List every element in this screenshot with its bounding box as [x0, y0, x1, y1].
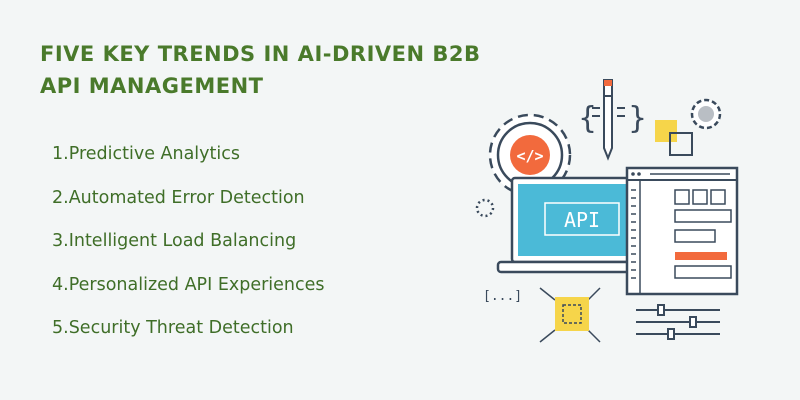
chip-icon	[539, 287, 601, 343]
trend-item-1: 1.Predictive Analytics	[52, 144, 240, 164]
trend-item-3: 3.Intelligent Load Balancing	[52, 231, 297, 251]
code-tag-icon: </>	[510, 135, 550, 175]
trend-list: 1.Predictive Analytics 2.Automated Error…	[52, 142, 325, 360]
loading-dots-icon	[475, 198, 495, 218]
right-brace-icon: }	[628, 101, 647, 136]
settings-sliders-icon	[636, 304, 720, 340]
trend-item-5: 5.Security Threat Detection	[52, 318, 294, 338]
api-illustration: </> { } API	[475, 79, 739, 343]
code-lines-icon	[592, 107, 625, 117]
page-title: FIVE KEY TRENDS IN AI-DRIVEN B2B API MAN…	[40, 42, 481, 98]
left-brace-icon: {	[578, 101, 597, 136]
outline-square-icon	[669, 132, 693, 156]
laptop-icon: API	[496, 176, 668, 274]
svg-text:</>: </>	[516, 147, 543, 165]
api-screen-label: API	[564, 208, 600, 232]
browser-window-icon	[625, 166, 739, 296]
pencil-icon	[603, 79, 613, 161]
ellipsis-bracket-icon: [...]	[483, 289, 522, 304]
small-gear-icon	[690, 98, 722, 130]
trend-item-2: 2.Automated Error Detection	[52, 187, 305, 208]
trend-item-4: 4.Personalized API Experiences	[52, 274, 325, 295]
yellow-square-icon	[655, 120, 677, 142]
